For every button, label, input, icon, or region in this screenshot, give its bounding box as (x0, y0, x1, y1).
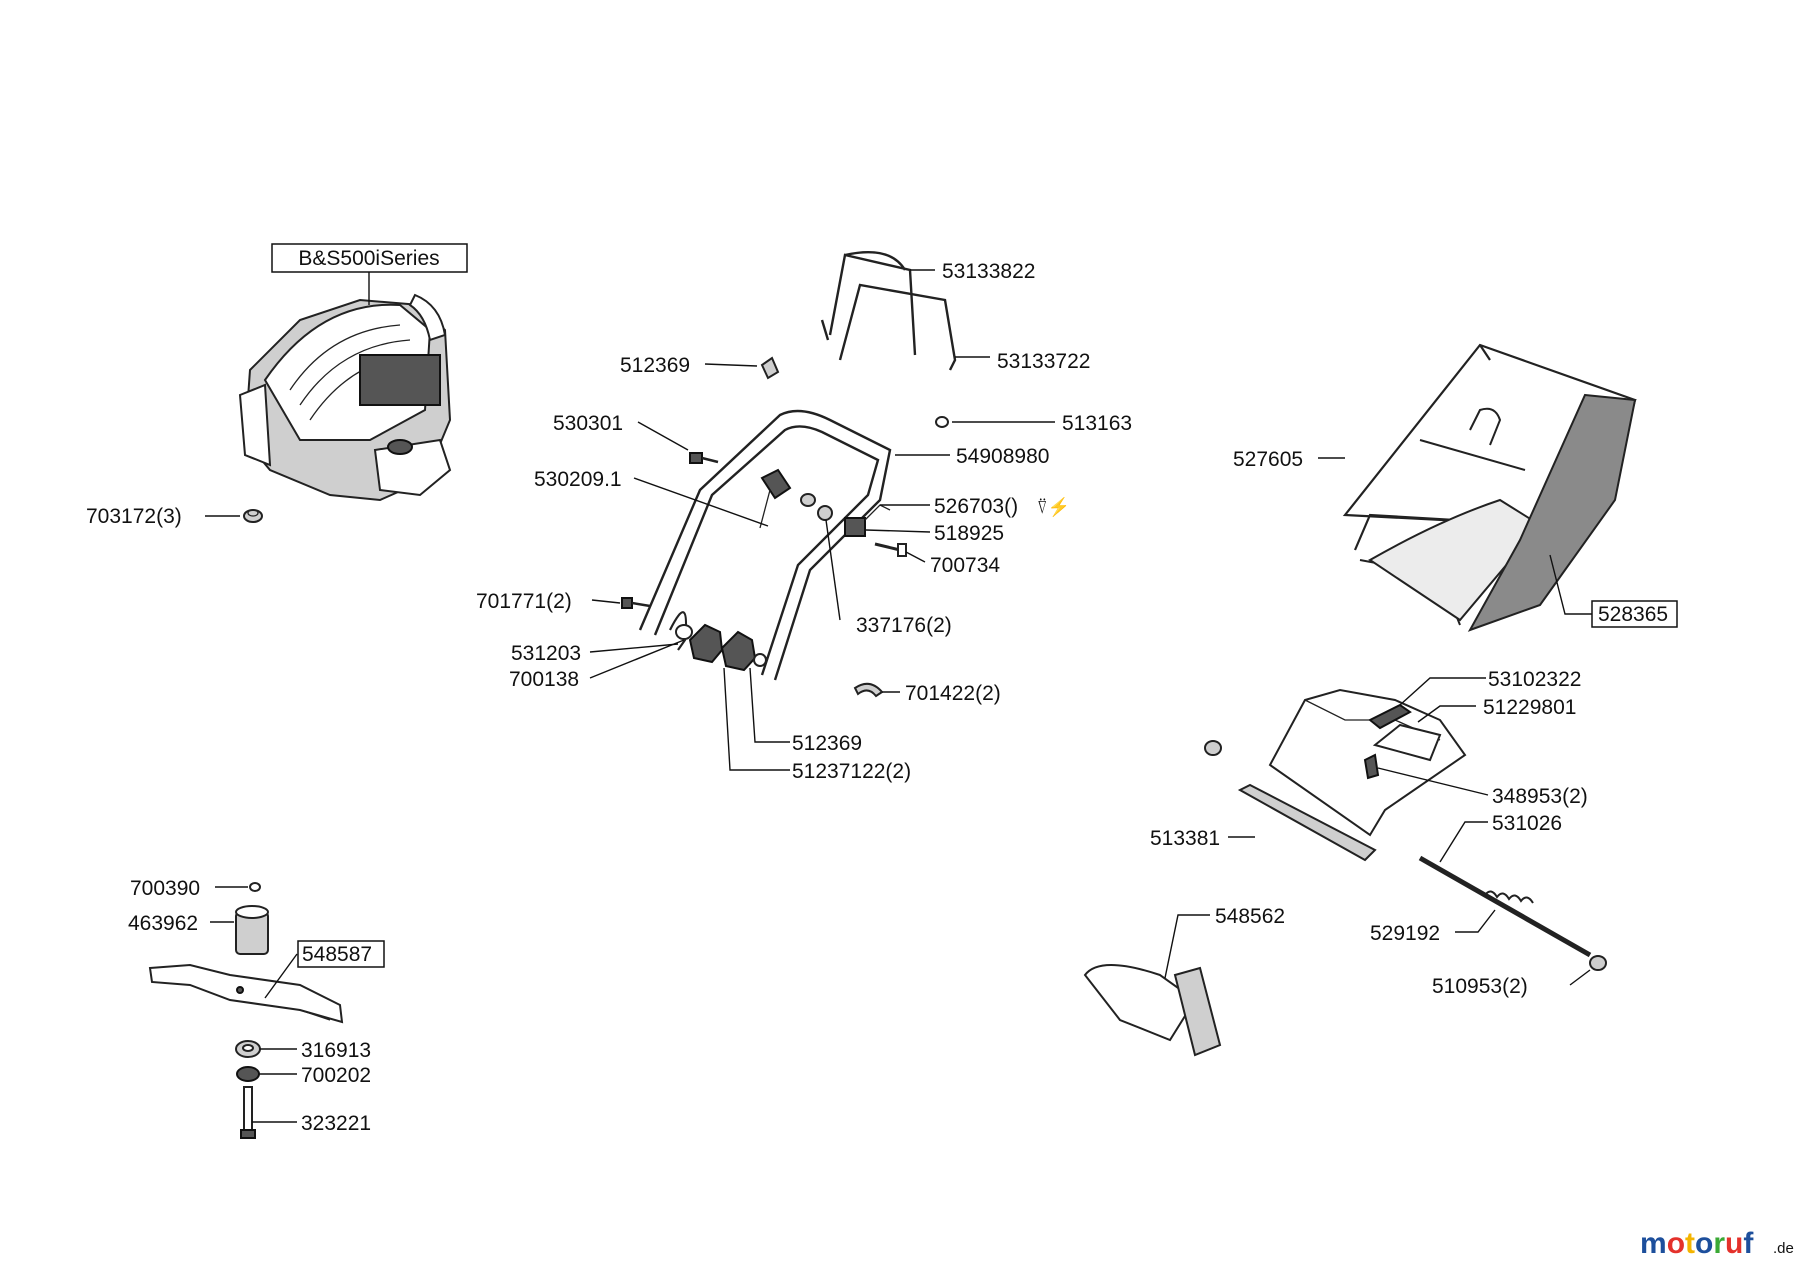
logo-letter: r (1713, 1227, 1725, 1260)
rod-531026 (1418, 855, 1592, 958)
leader-51237122 (723, 667, 790, 771)
label-54908980: 54908980 (956, 445, 1049, 468)
leader-548587 (264, 953, 298, 999)
label-548587: 548587 (302, 943, 372, 966)
label-513381: 513381 (1150, 827, 1220, 850)
spacer-337176-b (817, 505, 833, 521)
leader-531203 (589, 643, 679, 653)
upper-handle-54908980 (638, 409, 892, 681)
label-526703: 526703() (934, 495, 1018, 518)
label-512369-top: 512369 (620, 354, 690, 377)
bail-lever-53133822 (820, 251, 917, 356)
washer-700138 (675, 624, 693, 640)
label-512369-bottom: 512369 (792, 732, 862, 755)
leader-529192 (1455, 909, 1496, 933)
label-530209: 530209.1 (534, 468, 622, 491)
leader-53102322 (1399, 677, 1486, 706)
label-701422: 701422(2) (905, 682, 1001, 705)
leader-512369-top (704, 363, 758, 367)
leader-518925 (865, 529, 931, 533)
label-53102322: 53102322 (1488, 668, 1581, 691)
blade-adapter-463962 (235, 905, 269, 955)
leader-700138 (589, 639, 685, 679)
label-530301: 530301 (553, 412, 623, 435)
svg-text:.de: .de (1773, 1240, 1794, 1257)
logo-letter: f (1743, 1227, 1754, 1260)
clip-701422 (853, 682, 884, 698)
label-348953: 348953(2) (1492, 785, 1588, 808)
leader-512369-bottom (749, 667, 790, 743)
blade-bolt-323221 (240, 1086, 256, 1139)
leader-348953 (1377, 767, 1489, 796)
pin-348953 (1363, 753, 1380, 780)
label-703172: 703172(3) (86, 505, 182, 528)
label-531026: 531026 (1492, 812, 1562, 835)
label-531203: 531203 (511, 642, 581, 665)
label-528365: 528365 (1598, 603, 1668, 626)
leader-548562 (1164, 914, 1210, 979)
label-513163: 513163 (1062, 412, 1132, 435)
logo-letter: m (1640, 1227, 1667, 1260)
nut-510953-left (1204, 740, 1222, 756)
svg-text:motoruf: motoruf (1640, 1227, 1754, 1260)
leader-531026 (1439, 821, 1488, 863)
lock-symbol-icon: ⍢⚡ (1037, 496, 1070, 518)
mulch-plug-548562 (1083, 964, 1222, 1057)
rail-513381 (1237, 783, 1377, 862)
leader-700734 (905, 551, 926, 563)
label-463962: 463962 (128, 912, 198, 935)
logo-letter: u (1725, 1227, 1743, 1260)
label-527605: 527605 (1233, 448, 1303, 471)
leader-530209 (633, 477, 769, 527)
label-510953: 510953(2) (1432, 975, 1528, 998)
box-548587 (297, 940, 385, 968)
clip-512369-bottom (753, 653, 767, 667)
bail-lever-53133722 (838, 283, 957, 371)
key-700390 (249, 882, 261, 892)
lock-washer-700202 (236, 1066, 260, 1082)
nut-703172 (243, 509, 263, 523)
label-701771: 701771(2) (476, 590, 572, 613)
label-337176: 337176(2) (856, 614, 952, 637)
motoruf-logo: motoruf .de (1640, 1227, 1794, 1260)
grass-bag-528365 (1467, 393, 1637, 632)
logo-letter: o (1667, 1227, 1685, 1260)
label-548562: 548562 (1215, 905, 1285, 928)
washer-316913 (235, 1040, 261, 1058)
nut-510953-right (1589, 955, 1607, 971)
leader-510953 (1569, 969, 1591, 986)
cable-clamp-530209 (759, 468, 792, 529)
label-700138: 700138 (509, 668, 579, 691)
leader-701771 (591, 599, 621, 604)
clip-512369-top (760, 356, 780, 380)
label-51237122: 51237122(2) (792, 760, 911, 783)
label-323221: 323221 (301, 1112, 371, 1135)
label-51229801: 51229801 (1483, 696, 1576, 719)
engine-series-label: B&S500iSeries (298, 247, 439, 270)
leader-528365 (1549, 554, 1592, 615)
label-316913: 316913 (301, 1039, 371, 1062)
leader-530301 (637, 421, 689, 451)
washer-513163 (935, 416, 949, 428)
flap-handle-53102322 (1368, 703, 1412, 730)
blade-548587 (148, 963, 344, 1024)
leader-337176 (825, 519, 841, 621)
box-528365 (1591, 600, 1678, 628)
engine-illustration (238, 293, 452, 502)
label-518925: 518925 (934, 522, 1004, 545)
bolt-530301 (689, 452, 719, 464)
label-529192: 529192 (1370, 922, 1440, 945)
spacer-337176-a (800, 493, 816, 507)
logo-letter: o (1695, 1227, 1713, 1260)
leader-51229801 (1417, 705, 1476, 723)
label-700734: 700734 (930, 554, 1000, 577)
label-53133822: 53133822 (942, 260, 1035, 283)
label-700390: 700390 (130, 877, 200, 900)
label-53133722: 53133722 (997, 350, 1090, 373)
engine-series-box (271, 243, 468, 273)
label-700202: 700202 (301, 1064, 371, 1087)
screw-701771 (621, 597, 651, 609)
bolt-700734 (874, 542, 907, 557)
logo-letter: t (1685, 1227, 1695, 1260)
